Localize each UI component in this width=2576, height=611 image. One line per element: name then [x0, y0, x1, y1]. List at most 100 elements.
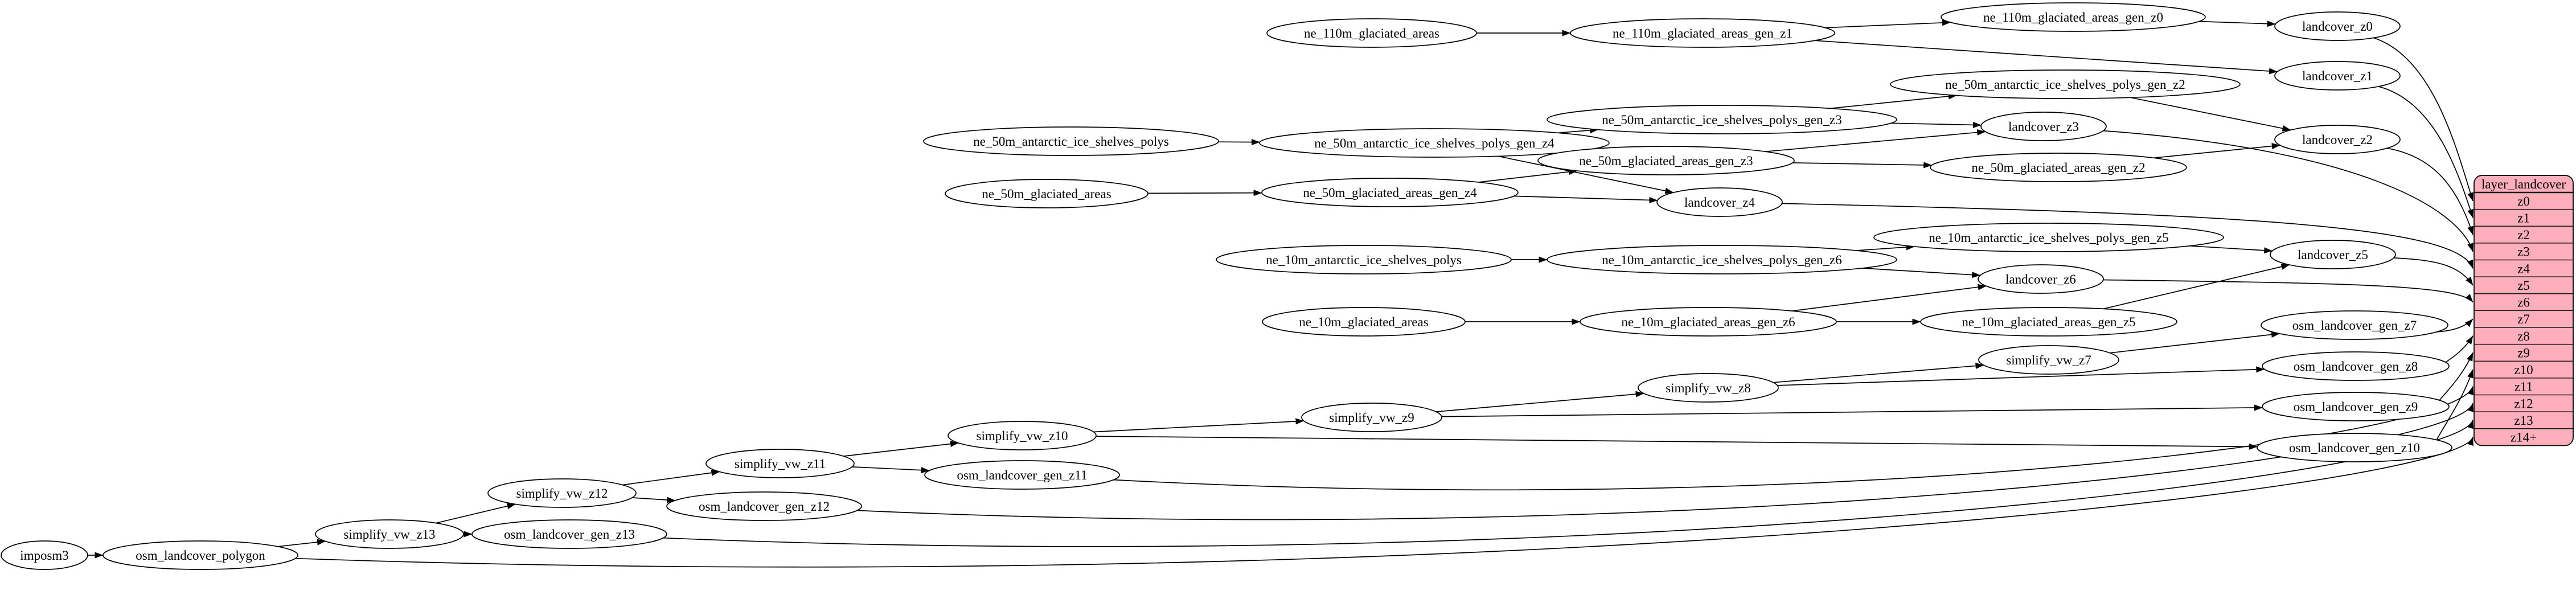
layer-landcover-table: layer_landcoverz0z1z2z3z4z5z6z7z8z9z10z1…: [2474, 175, 2574, 446]
table-row-z4: z4: [2517, 261, 2530, 276]
node-ne-50m-glaciated-areas-gen-z4: ne_50m_glaciated_areas_gen_z4: [1261, 178, 1519, 207]
table-row-z13: z13: [2514, 413, 2533, 428]
edge-ne_110m_glaciated_areas_gen_z0-to-landcover_z0: [2198, 20, 2276, 27]
node-ellipse: [945, 179, 1148, 208]
node-landcover-z2: landcover_z2: [2274, 125, 2401, 154]
table-row-z14plus: z14+: [2511, 430, 2537, 445]
table-row-z12: z12: [2514, 396, 2533, 411]
node-ellipse: [1941, 2, 2206, 32]
table-row-z2: z2: [2517, 228, 2530, 242]
edge-landcover_z4-to-layer-z4: [1782, 203, 2474, 269]
node-ellipse: [2261, 310, 2448, 340]
edge-ne_50m_antarctic_ice_shelves_polys_gen_z3-to-landcover_z3: [1891, 121, 1982, 128]
node-ellipse: [1930, 153, 2187, 182]
node-ellipse: [1216, 245, 1512, 274]
node-ne-50m-glaciated-areas-gen-z2: ne_50m_glaciated_areas_gen_z2: [1930, 153, 2187, 182]
node-ne-50m-antarctic-ice-shelves-polys-gen-z4: ne_50m_antarctic_ice_shelves_polys_gen_z…: [1259, 128, 1610, 158]
node-ellipse: [1890, 69, 2241, 99]
node-ellipse: [315, 519, 464, 549]
node-label: ne_10m_glaciated_areas_gen_z6: [1621, 315, 1795, 329]
edge-landcover_z0-to-layer-z0: [2373, 37, 2474, 202]
node-ellipse: [1580, 307, 1837, 337]
node-osm-landcover-gen-z12: osm_landcover_gen_z12: [666, 491, 862, 521]
table-row-z11: z11: [2515, 380, 2533, 394]
node-landcover-z0: landcover_z0: [2274, 11, 2401, 41]
edge-ne_10m_antarctic_ice_shelves_polys_gen_z6-to-landcover_z6: [1862, 268, 1981, 278]
node-ellipse: [1262, 307, 1466, 337]
node-label: osm_landcover_gen_z10: [2289, 441, 2420, 455]
node-ellipse: [1, 540, 88, 570]
node-label: ne_50m_antarctic_ice_shelves_polys_gen_z…: [1314, 136, 1554, 150]
node-ellipse: [2262, 392, 2450, 421]
node-ne-110m-glaciated-areas-gen-z0: ne_110m_glaciated_areas_gen_z0: [1941, 2, 2206, 32]
node-ellipse: [923, 126, 1219, 156]
node-label: osm_landcover_gen_z11: [957, 468, 1087, 482]
node-ne-110m-glaciated-areas-gen-z1: ne_110m_glaciated_areas_gen_z1: [1570, 18, 1835, 48]
node-osm-landcover-gen-z13: osm_landcover_gen_z13: [471, 519, 667, 549]
node-ellipse: [1980, 112, 2107, 141]
node-simplify-vw-z13: simplify_vw_z13: [315, 519, 464, 549]
node-ellipse: [487, 478, 637, 508]
edge-ne_10m_antarctic_ice_shelves_polys_gen_z5-to-landcover_z5: [2189, 245, 2273, 254]
node-label: ne_50m_glaciated_areas: [982, 187, 1111, 201]
node-ellipse: [2274, 11, 2401, 41]
node-label: osm_landcover_polygon: [136, 548, 265, 563]
edge-simplify_vw_z7-to-osm_landcover_gen_z7: [2110, 331, 2280, 354]
node-label: simplify_vw_z11: [735, 457, 826, 471]
node-ellipse: [1547, 105, 1897, 134]
table-row-z9: z9: [2517, 346, 2530, 360]
node-imposm3: imposm3: [1, 540, 88, 570]
node-ellipse: [1266, 18, 1477, 48]
node-landcover-z4: landcover_z4: [1656, 187, 1783, 217]
node-label: ne_110m_glaciated_areas: [1304, 26, 1439, 40]
edge-simplify_vw_z12-to-simplify_vw_z11: [622, 469, 720, 486]
node-osm-landcover-gen-z9: osm_landcover_gen_z9: [2262, 392, 2450, 421]
node-label: simplify_vw_z10: [977, 429, 1068, 443]
node-ellipse: [924, 460, 1120, 490]
node-label: landcover_z6: [2005, 272, 2076, 286]
edges-layer: [88, 19, 2474, 568]
node-simplify-vw-z10: simplify_vw_z10: [947, 421, 1097, 450]
node-label: ne_10m_glaciated_areas: [1299, 315, 1428, 329]
nodes-layer: imposm3 osm_landcover_polygon simplify_vw_…: [1, 2, 2452, 570]
table-row-z1: z1: [2517, 211, 2530, 225]
table-row-z10: z10: [2514, 363, 2533, 377]
node-ne-10m-antarctic-ice-shelves-polys-gen-z6: ne_10m_antarctic_ice_shelves_polys_gen_z…: [1547, 245, 1897, 274]
edge-simplify_vw_z8-to-osm_landcover_gen_z8: [1777, 366, 2265, 386]
node-ellipse: [2257, 433, 2452, 462]
edge-ne_50m_antarctic_ice_shelves_polys_gen_z4-to-landcover_z4: [1498, 155, 1674, 194]
node-label: simplify_vw_z13: [344, 527, 436, 542]
edge-landcover_z1-to-layer-z1: [2378, 86, 2474, 218]
node-ne-50m-antarctic-ice-shelves-polys-gen-z3: ne_50m_antarctic_ice_shelves_polys_gen_z…: [1547, 105, 1897, 134]
node-label: landcover_z1: [2302, 69, 2373, 83]
edge-osm_landcover_gen_z12-to-layer-z12: [857, 403, 2474, 520]
edge-ne_110m_glaciated_areas_gen_z1-to-landcover_z1: [1814, 40, 2278, 75]
edge-osm_landcover_gen_z13-to-layer-z13: [663, 420, 2474, 547]
node-osm-landcover-polygon: osm_landcover_polygon: [102, 540, 298, 570]
node-label: ne_110m_glaciated_areas_gen_z0: [1983, 10, 2163, 24]
node-label: ne_50m_antarctic_ice_shelves_polys_gen_z…: [1945, 77, 2185, 92]
node-landcover-z6: landcover_z6: [1978, 264, 2104, 294]
node-label: simplify_vw_z8: [1666, 381, 1751, 395]
node-ellipse: [947, 421, 1097, 450]
node-label: ne_50m_antarctic_ice_shelves_polys: [973, 134, 1169, 149]
node-label: imposm3: [20, 548, 69, 563]
edge-ne_50m_glaciated_areas_gen_z3-to-landcover_z3: [1765, 129, 1986, 153]
node-label: landcover_z5: [2298, 248, 2368, 262]
edge-ne_10m_glaciated_areas_gen_z5-to-landcover_z5: [2103, 263, 2290, 310]
edge-ne_110m_glaciated_areas_gen_z1-to-ne_110m_glaciated_areas_gen_z0: [1825, 19, 1951, 28]
node-simplify-vw-z8: simplify_vw_z8: [1638, 373, 1779, 403]
edge-osm_landcover_polygon-to-layer-z14+: [295, 437, 2474, 568]
node-label: landcover_z3: [2008, 120, 2079, 134]
table-row-z8: z8: [2517, 329, 2530, 343]
node-label: osm_landcover_gen_z7: [2292, 318, 2417, 333]
edge-ne_50m_antarctic_ice_shelves_polys_gen_z4-to-ne_50m_antarctic_ice_shelves_polys_gen_z3: [1558, 127, 1599, 134]
node-simplify-vw-z9: simplify_vw_z9: [1301, 403, 1442, 432]
node-ellipse: [1547, 245, 1897, 274]
node-label: ne_50m_glaciated_areas_gen_z3: [1579, 154, 1753, 168]
node-ellipse: [1261, 178, 1519, 207]
node-simplify-vw-z11: simplify_vw_z11: [705, 449, 855, 478]
node-osm-landcover-gen-z7: osm_landcover_gen_z7: [2261, 310, 2448, 340]
node-label: osm_landcover_gen_z13: [504, 527, 635, 542]
edge-simplify_vw_z13-to-simplify_vw_z12: [436, 503, 516, 524]
